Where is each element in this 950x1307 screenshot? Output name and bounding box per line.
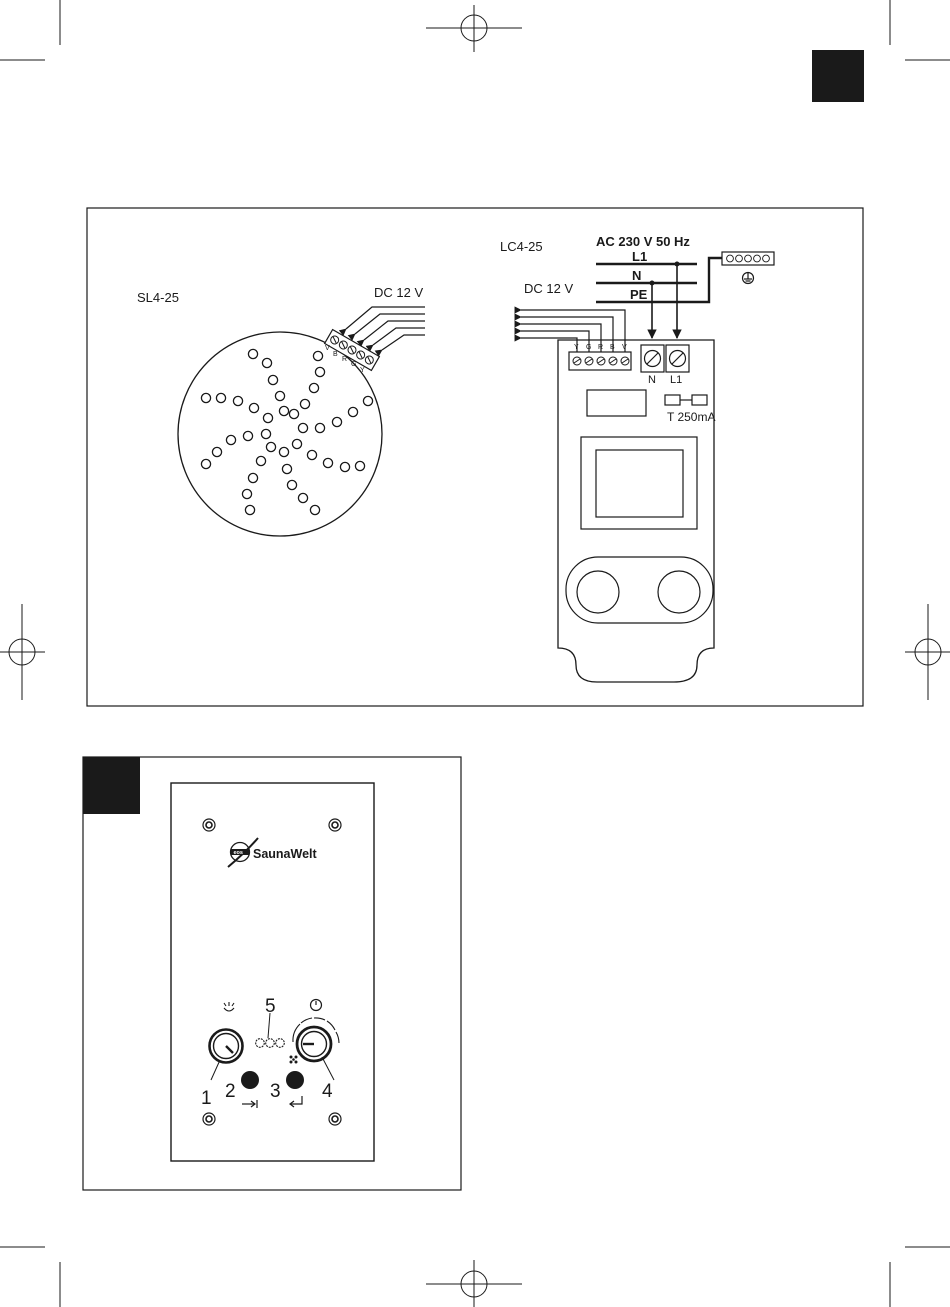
led-dot (298, 493, 307, 502)
led-dot (315, 367, 324, 376)
controller-button-left (577, 571, 619, 613)
timer-knob (297, 1027, 331, 1061)
led-dot (242, 489, 251, 498)
sl-dc-label: DC 12 V (374, 285, 423, 300)
light-knob (210, 1030, 243, 1063)
led-dot (310, 505, 319, 514)
led-dot (275, 391, 284, 400)
line-label-l1: L1 (632, 249, 647, 264)
led-dot (279, 406, 288, 415)
button-3 (286, 1071, 304, 1089)
lc-label: LC4-25 (500, 239, 543, 254)
led-dot (348, 407, 357, 416)
figure2-tab (83, 757, 140, 814)
led-dot (279, 447, 288, 456)
led-dot (245, 505, 254, 514)
sl-label: SL4-25 (137, 290, 179, 305)
line-label-pe: PE (630, 287, 648, 302)
earth-ground-icon (743, 273, 754, 284)
light-symbol-icon (224, 1002, 234, 1011)
terminal-label-l1: L1 (670, 374, 682, 386)
brand-name: SaunaWelt (253, 847, 318, 861)
led-dot (315, 423, 324, 432)
enter-arrow-icon (290, 1096, 302, 1107)
earth-terminal-block (722, 252, 774, 265)
led-dot (307, 450, 316, 459)
button-2 (241, 1071, 259, 1089)
line-label-n: N (632, 268, 641, 283)
led-dot (263, 413, 272, 422)
callout-1: 1 (201, 1088, 212, 1109)
led-dot (248, 473, 257, 482)
led-dot (340, 462, 349, 471)
timer-scale (293, 1018, 339, 1043)
led-dot (212, 447, 221, 456)
logo-text: eos (234, 850, 243, 856)
language-tab (812, 50, 864, 102)
led-dot (323, 458, 332, 467)
led-dot (292, 439, 301, 448)
led-dot (300, 399, 309, 408)
led-dot (248, 349, 257, 358)
fuse-icon (665, 395, 707, 405)
callout-4: 4 (322, 1081, 333, 1102)
mains-lines (596, 258, 722, 302)
controller-display (587, 390, 646, 416)
timer-symbol-icon (311, 1000, 322, 1011)
junction-l1 (675, 262, 680, 267)
fuse-label: T 250mA (667, 410, 715, 424)
led-dot (363, 396, 372, 405)
svg-text:B: B (333, 351, 338, 358)
led-dot (266, 442, 275, 451)
svg-text:V: V (325, 345, 330, 352)
controller-window-outer (581, 437, 697, 529)
junction-n (650, 281, 655, 286)
led-dot (268, 375, 277, 384)
svg-text:Y: Y (360, 367, 365, 374)
led-dot (256, 456, 265, 465)
dots-symbol-icon (290, 1056, 298, 1064)
led-dot (243, 431, 252, 440)
led-dot (313, 351, 322, 360)
led-dot (216, 393, 225, 402)
led-dot (289, 409, 298, 418)
led-spiral (201, 349, 372, 514)
lv-terminal-strip (569, 352, 631, 370)
callout-5: 5 (265, 996, 276, 1017)
led-dot (309, 383, 318, 392)
color-led-indicators (256, 1039, 285, 1048)
led-dot (226, 435, 235, 444)
terminal-label-n: N (648, 374, 656, 386)
mains-terminals (641, 345, 689, 372)
led-dot (201, 459, 210, 468)
led-dot (262, 358, 271, 367)
tab-arrow-icon (242, 1100, 257, 1108)
led-dot (201, 393, 210, 402)
svg-text:R: R (342, 356, 347, 363)
led-dot (298, 423, 307, 432)
callout-3: 3 (270, 1081, 281, 1102)
led-dot (249, 403, 258, 412)
controller-window-inner (596, 450, 683, 517)
led-dot (261, 429, 270, 438)
led-dot (287, 480, 296, 489)
ac-label: AC 230 V 50 Hz (596, 234, 690, 249)
mounting-screws (203, 819, 341, 1125)
led-dot (282, 464, 291, 473)
led-dot (233, 396, 242, 405)
figure2-frame (83, 757, 461, 1190)
led-dot (355, 461, 364, 470)
controller-button-tray (566, 557, 713, 623)
callout-2: 2 (225, 1081, 236, 1102)
controller-button-right (658, 571, 700, 613)
lc-dc-label: DC 12 V (524, 281, 573, 296)
led-dot (332, 417, 341, 426)
svg-text:G: G (351, 361, 356, 368)
